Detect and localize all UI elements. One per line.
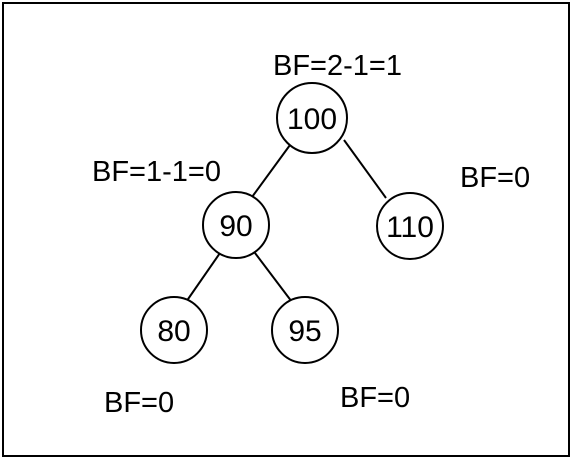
edge-90-80 (185, 252, 221, 303)
node-95: 95 (271, 296, 339, 364)
edge-90-95 (254, 252, 293, 303)
node-110: 110 (376, 192, 444, 260)
node-95-label: 95 (288, 315, 321, 348)
node-100-label: 100 (287, 103, 337, 136)
bf-label-100: BF=2-1=1 (273, 50, 402, 82)
node-80-label: 80 (157, 315, 190, 348)
node-90-label: 90 (219, 210, 252, 243)
node-110-label: 110 (386, 211, 434, 244)
bf-label-80: BF=0 (104, 387, 175, 419)
edge-100-90 (251, 144, 291, 198)
edge-100-110 (343, 139, 387, 199)
node-90: 90 (202, 191, 270, 259)
node-100: 100 (276, 82, 348, 154)
bf-label-90: BF=1-1=0 (92, 156, 221, 188)
bf-label-95: BF=0 (340, 382, 411, 414)
bf-label-110: BF=0 (460, 162, 531, 194)
node-80: 80 (140, 296, 208, 364)
